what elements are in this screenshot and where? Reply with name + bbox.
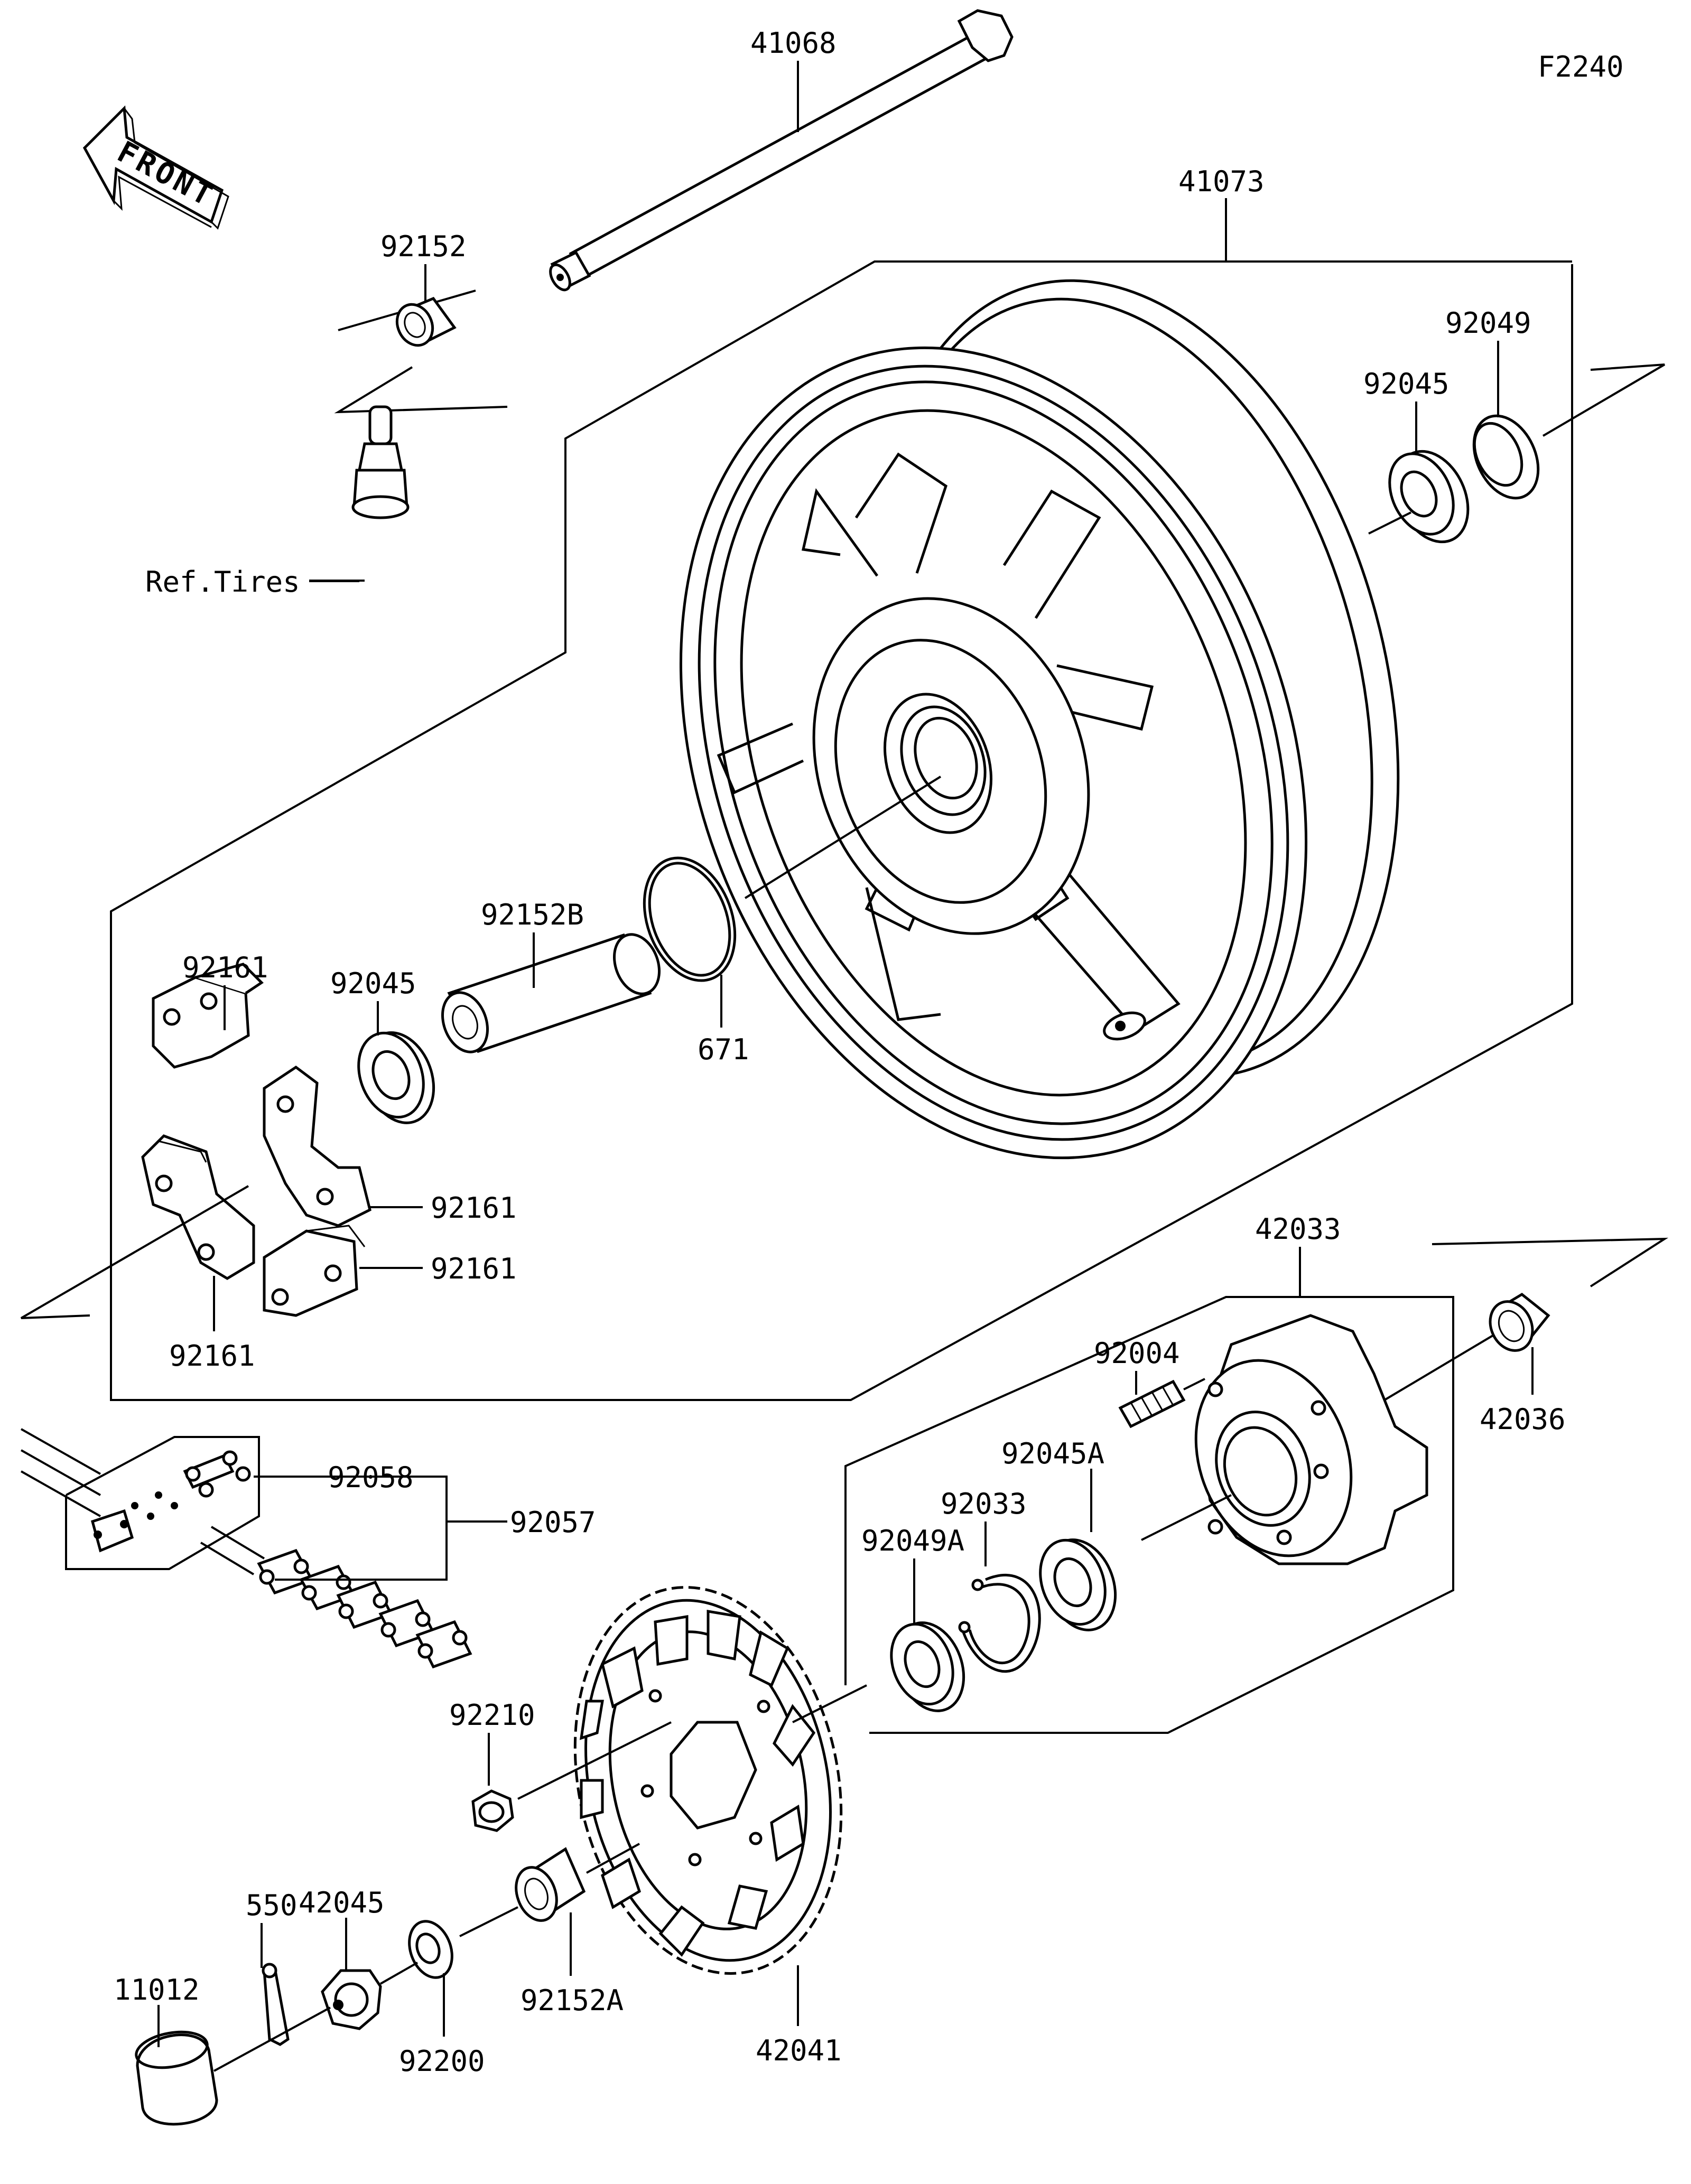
- rear-wheel: [679, 279, 1400, 1160]
- front-arrow-icon: FRONT: [82, 105, 229, 230]
- label-92058: 92058: [328, 1461, 414, 1494]
- label-92004: 92004: [1094, 1337, 1180, 1370]
- spacer-92152: [395, 296, 457, 347]
- label-92210: 92210: [449, 1698, 535, 1732]
- washer-92200: [408, 1920, 453, 1979]
- nut-92210: [471, 1789, 514, 1832]
- label-92045-left: 92045: [330, 967, 416, 1000]
- label-550: 550: [246, 1889, 298, 1922]
- drive-chain: [21, 1428, 472, 1669]
- label-92161-d: 92161: [169, 1339, 255, 1373]
- axle-shaft: [338, 9, 1014, 331]
- damper-rubber-bottom: [263, 1225, 366, 1317]
- label-92049: 92049: [1445, 306, 1531, 340]
- damper-rubber-left: [141, 1134, 255, 1280]
- o-ring-671: [643, 856, 737, 982]
- label-92152A: 92152A: [521, 1984, 624, 2017]
- label-671: 671: [698, 1033, 749, 1066]
- figure-code: F2240: [1538, 50, 1624, 83]
- spacer-42036: [1489, 1292, 1550, 1352]
- label-92161-b: 92161: [431, 1191, 517, 1225]
- cotter-pin-550: [262, 1963, 290, 2046]
- label-42036: 42036: [1480, 1403, 1566, 1436]
- oil-seal-92049A: [890, 1621, 965, 1712]
- damper-rubber-center: [263, 1065, 371, 1227]
- label-41068: 41068: [750, 26, 837, 60]
- wheel-group-outline: [110, 260, 1573, 1401]
- circlip-92033: [958, 1574, 1041, 1673]
- cap-11012: [135, 2030, 218, 2126]
- castle-nut-42045: [321, 1969, 382, 2030]
- label-92049A: 92049A: [861, 1524, 964, 1557]
- label-92033: 92033: [941, 1487, 1027, 1520]
- bearing-92045-left: [357, 1031, 435, 1124]
- label-92152B: 92152B: [481, 898, 584, 931]
- label-92200: 92200: [399, 2045, 485, 2078]
- label-92045A: 92045A: [1001, 1437, 1104, 1470]
- label-ref-tires: Ref.Tires: [145, 565, 300, 599]
- label-92152: 92152: [380, 230, 467, 263]
- bearing-92045-top: [1388, 450, 1470, 544]
- collar-92152A: [515, 1847, 586, 1922]
- oil-seal-92049: [1472, 414, 1540, 500]
- spacer-92152B: [441, 933, 661, 1053]
- tire-valve: [351, 405, 410, 519]
- hub-group-outline: [844, 1296, 1454, 1734]
- label-92161-a: 92161: [182, 951, 268, 984]
- label-92161-c: 92161: [431, 1252, 517, 1285]
- label-42045: 42045: [299, 1886, 385, 1919]
- label-41073: 41073: [1178, 165, 1265, 198]
- label-42033: 42033: [1255, 1212, 1341, 1246]
- label-11012: 11012: [114, 1973, 200, 2006]
- stud-92004: [1118, 1379, 1186, 1429]
- bearing-92045A: [1039, 1538, 1117, 1631]
- rear-sprocket-hub: [1194, 1314, 1428, 1565]
- label-42041: 42041: [756, 2034, 842, 2067]
- label-92057: 92057: [510, 1506, 596, 1539]
- rear-sprocket: [573, 1586, 843, 1975]
- label-92045-top: 92045: [1363, 367, 1450, 400]
